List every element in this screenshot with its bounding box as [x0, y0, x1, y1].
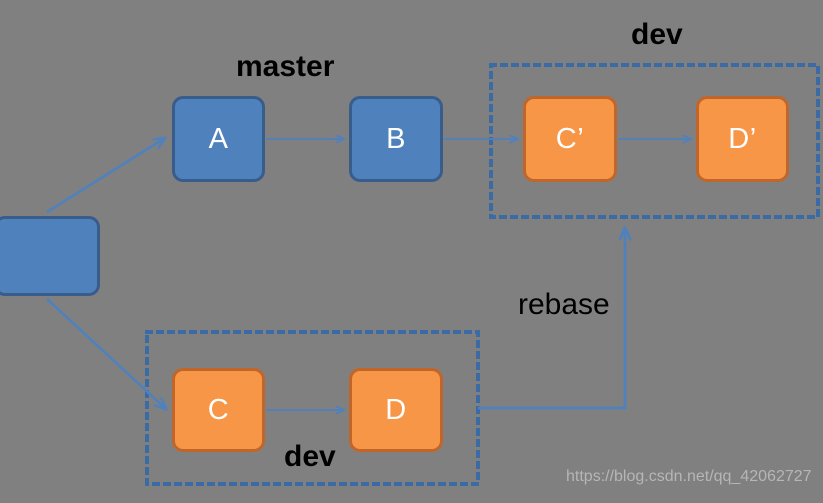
watermark: https://blog.csdn.net/qq_42062727 — [566, 468, 812, 485]
node-c-prime-label: C’ — [555, 122, 585, 155]
node-c[interactable]: C — [172, 368, 265, 452]
edge-root-to-a — [46, 138, 165, 214]
node-d-label: D — [385, 393, 407, 426]
node-d[interactable]: D — [349, 368, 443, 452]
node-c-label: C — [207, 393, 230, 426]
node-d-prime-label: D’ — [728, 122, 757, 155]
node-a[interactable]: A — [172, 96, 265, 182]
node-a-label: A — [208, 122, 229, 155]
node-b-label: B — [386, 122, 406, 155]
node-b[interactable]: B — [349, 96, 443, 182]
label-dev-top: dev — [631, 18, 683, 51]
node-d-prime[interactable]: D’ — [696, 96, 789, 182]
group-box-dev-top — [489, 63, 820, 219]
node-c-prime[interactable]: C’ — [523, 96, 617, 182]
label-master: master — [236, 50, 335, 83]
label-dev-bottom: dev — [284, 440, 336, 473]
node-root[interactable] — [0, 216, 100, 296]
edge-root-to-c — [46, 298, 166, 409]
label-rebase: rebase — [518, 288, 610, 321]
edge-rebase — [478, 228, 625, 410]
